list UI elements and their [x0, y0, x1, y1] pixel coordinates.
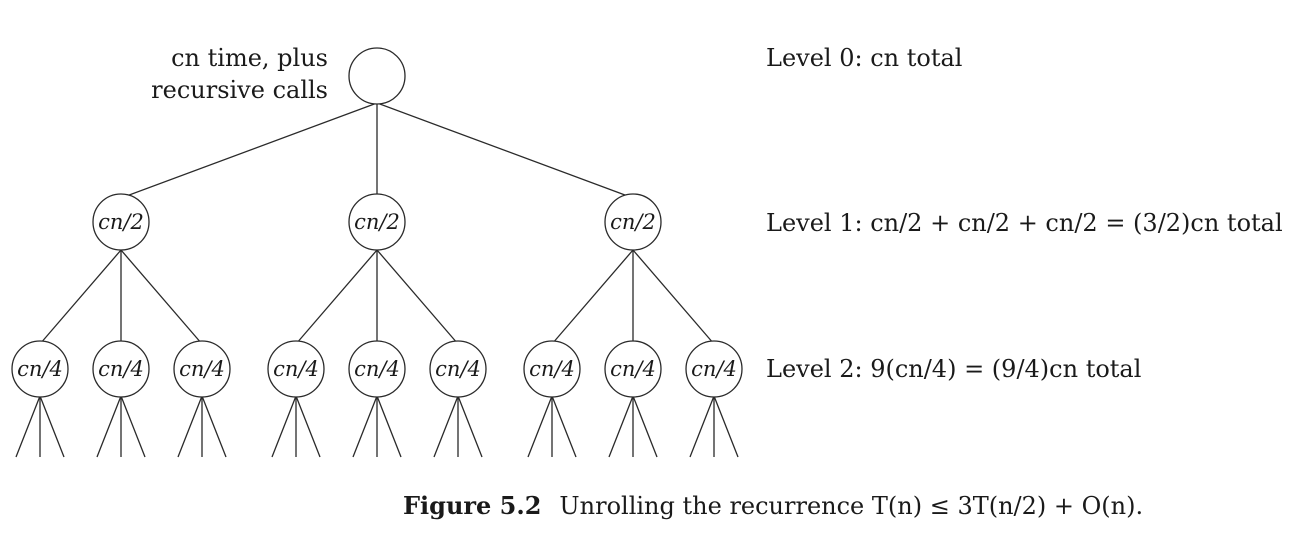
root-annotation-line2: recursive calls: [151, 76, 328, 104]
level2-node-label: cn/4: [17, 357, 63, 381]
level2-node-label: cn/4: [610, 357, 656, 381]
trailing-edges: [15, 395, 739, 458]
level2-node: [267, 340, 325, 398]
level2-node-label: cn/4: [273, 357, 319, 381]
level1-node-label: cn/2: [354, 210, 400, 234]
level2-summary: Level 2: 9(cn/4) = (9/4)cn total: [766, 355, 1142, 383]
figure-number: Figure 5.2: [403, 491, 542, 520]
level2-node: [11, 340, 69, 398]
level2-node: [523, 340, 581, 398]
figure-caption-text: Unrolling the recurrence T(n) ≤ 3T(n/2) …: [559, 492, 1144, 520]
level1-summary: Level 1: cn/2 + cn/2 + cn/2 = (3/2)cn to…: [766, 209, 1283, 237]
edge: [376, 249, 459, 345]
root-annotation-line1: cn time, plus: [171, 44, 328, 72]
edge: [632, 249, 715, 345]
level2-node-label: cn/4: [435, 357, 481, 381]
edge: [120, 249, 203, 345]
edge: [39, 249, 122, 345]
level1-node: [604, 193, 662, 251]
edge: [295, 249, 378, 345]
level2-node: [92, 340, 150, 398]
root-annotation: cn time, plus recursive calls: [150, 42, 328, 106]
level1-node-label: cn/2: [610, 210, 656, 234]
level0-summary: Level 0: cn total: [766, 44, 963, 72]
root-node: [348, 47, 406, 105]
level2-node: [348, 340, 406, 398]
level1-node: [348, 193, 406, 251]
level2-node-label: cn/4: [529, 357, 575, 381]
figure-caption: Figure 5.2 Unrolling the recurrence T(n) …: [403, 490, 1143, 522]
level1-node: [92, 193, 150, 251]
level2-node: [173, 340, 231, 398]
level2-node-label: cn/4: [691, 357, 737, 381]
level2-node-label: cn/4: [98, 357, 144, 381]
level2-node-label: cn/4: [354, 357, 400, 381]
edge: [376, 102, 634, 199]
edge: [551, 249, 634, 345]
level1-node-label: cn/2: [98, 210, 144, 234]
level2-node: [604, 340, 662, 398]
edge: [120, 102, 378, 199]
level2-node: [685, 340, 743, 398]
level2-node: [429, 340, 487, 398]
level2-node-label: cn/4: [179, 357, 225, 381]
